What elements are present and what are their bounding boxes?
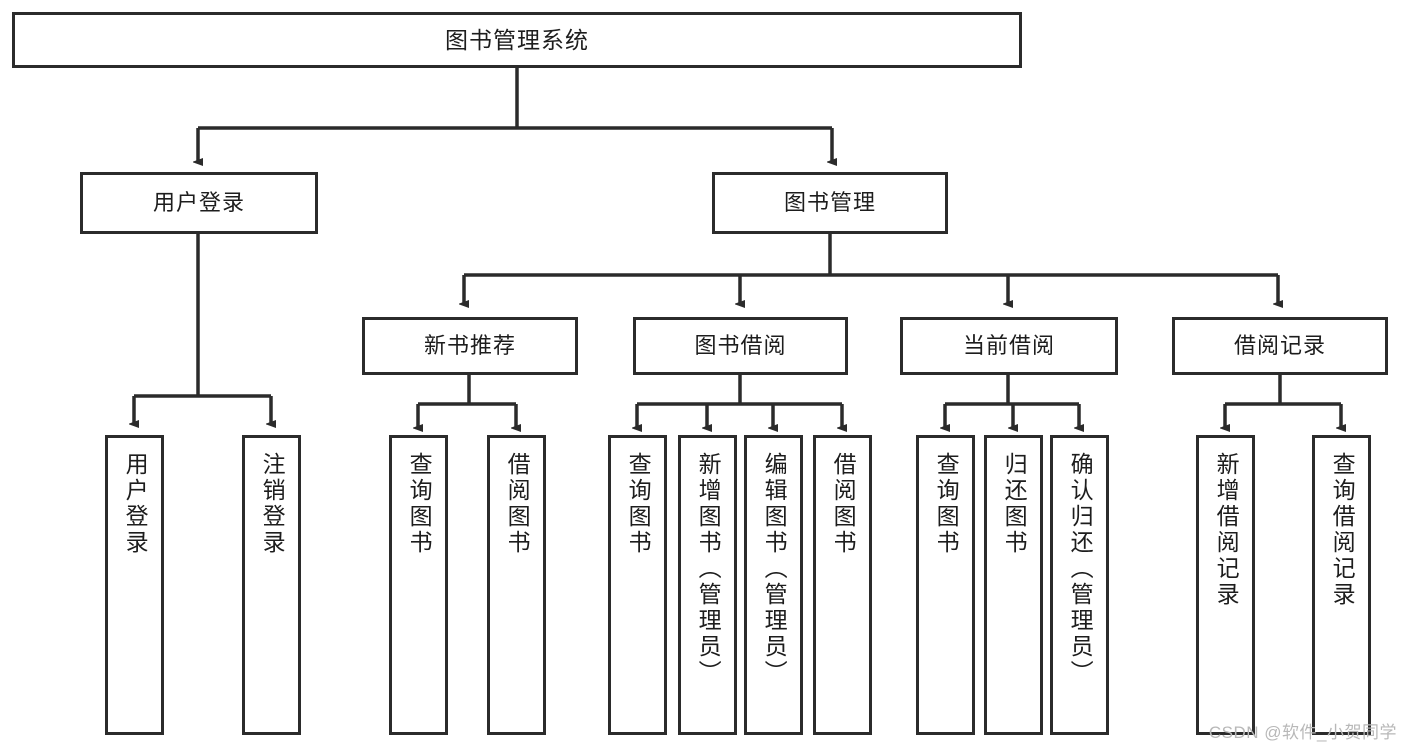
leaf-book-borrow-query[interactable]: 查询图书	[608, 435, 667, 735]
leaf-label: 借阅图书	[830, 452, 857, 556]
leaf-current-borrow-query[interactable]: 查询图书	[916, 435, 975, 735]
leaf-book-borrow-edit[interactable]: 编辑图书（管理员）	[744, 435, 803, 735]
node-label: 图书管理	[783, 190, 876, 216]
node-label: 图书管理系统	[445, 26, 589, 53]
leaf-label: 用户登录	[122, 452, 149, 556]
node-root[interactable]: 图书管理系统	[12, 12, 1022, 68]
node-book-management[interactable]: 图书管理	[712, 172, 948, 234]
csdn-watermark: CSDN @软件_小贺同学	[1208, 723, 1397, 742]
node-label: 新书推荐	[423, 333, 516, 359]
leaf-book-borrow-borrow[interactable]: 借阅图书	[813, 435, 872, 735]
node-borrow-record[interactable]: 借阅记录	[1172, 317, 1388, 375]
leaf-user-login-login[interactable]: 用户登录	[105, 435, 164, 735]
leaf-label: 查询借阅记录	[1329, 452, 1356, 608]
leaf-label: 编辑图书（管理员）	[761, 452, 788, 686]
leaf-book-borrow-add[interactable]: 新增图书（管理员）	[678, 435, 737, 735]
leaf-label: 确认归还（管理员）	[1067, 452, 1094, 686]
leaf-label: 归还图书	[1001, 452, 1028, 556]
leaf-new-book-query[interactable]: 查询图书	[389, 435, 448, 735]
node-new-book-recommend[interactable]: 新书推荐	[362, 317, 578, 375]
leaf-current-borrow-confirm-return[interactable]: 确认归还（管理员）	[1050, 435, 1109, 735]
node-current-borrow[interactable]: 当前借阅	[900, 317, 1118, 375]
leaf-new-book-borrow[interactable]: 借阅图书	[487, 435, 546, 735]
node-user-login[interactable]: 用户登录	[80, 172, 318, 234]
leaf-borrow-record-add[interactable]: 新增借阅记录	[1196, 435, 1255, 735]
leaf-label: 查询图书	[933, 452, 960, 556]
node-label: 当前借阅	[962, 333, 1055, 359]
leaf-label: 注销登录	[259, 452, 286, 556]
leaf-current-borrow-return[interactable]: 归还图书	[984, 435, 1043, 735]
leaf-label: 新增图书（管理员）	[695, 452, 722, 686]
node-label: 图书借阅	[694, 333, 787, 359]
leaf-label: 借阅图书	[504, 452, 531, 556]
leaf-label: 查询图书	[625, 452, 652, 556]
leaf-label: 查询图书	[406, 452, 433, 556]
leaf-label: 新增借阅记录	[1213, 452, 1240, 608]
node-label: 借阅记录	[1233, 333, 1326, 359]
node-label: 用户登录	[152, 190, 245, 216]
node-book-borrow[interactable]: 图书借阅	[633, 317, 848, 375]
leaf-user-login-logout[interactable]: 注销登录	[242, 435, 301, 735]
leaf-borrow-record-query[interactable]: 查询借阅记录	[1312, 435, 1371, 735]
